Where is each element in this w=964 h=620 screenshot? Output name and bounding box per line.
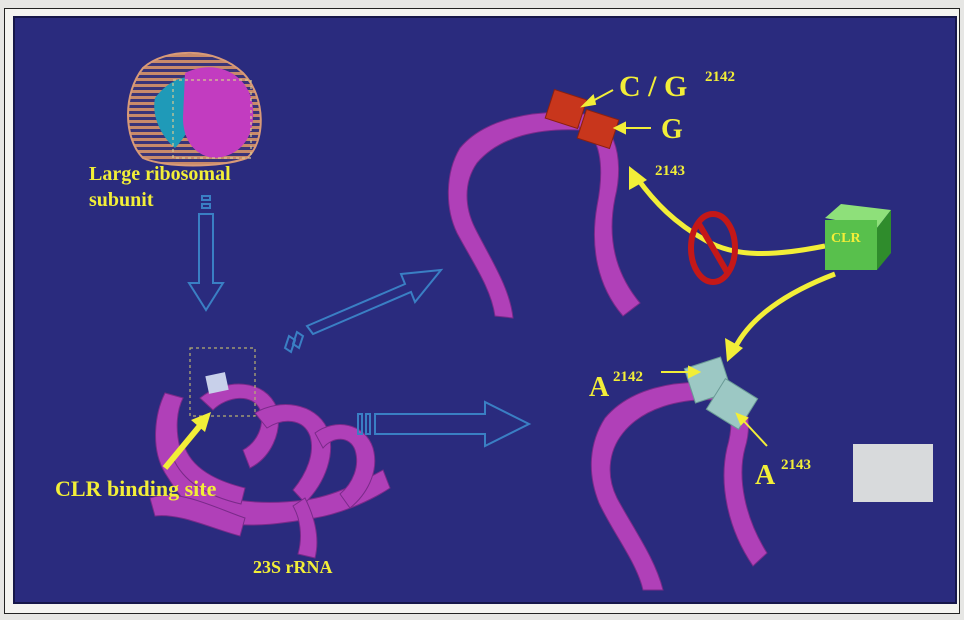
subunit-label: subunit (89, 190, 154, 210)
large-subunit-label: Large ribosomal (89, 164, 231, 184)
diagram-artwork (15, 18, 957, 604)
grey-square (853, 444, 933, 502)
blocked-binding-arrow (629, 166, 825, 254)
a-2142-label: A (589, 374, 609, 402)
a-2142-position: 2142 (613, 370, 643, 385)
g-position: 2143 (655, 164, 685, 179)
arrow-to-wildtype (358, 402, 529, 446)
binding-arrow (725, 274, 835, 362)
c-g-position: 2142 (705, 70, 735, 85)
23s-rrna-structure (150, 384, 390, 558)
a-2143-label: A (755, 462, 775, 490)
a-2143-position: 2143 (781, 458, 811, 473)
down-arrow (189, 196, 223, 310)
diagram-panel: Large ribosomal subunit CLR binding site… (13, 16, 957, 604)
c-g-label: C / G (619, 72, 687, 102)
rrna-label: 23S rRNA (253, 558, 333, 576)
arrow-to-mutant (285, 270, 441, 352)
clr-label: CLR (831, 232, 861, 246)
g-label: G (661, 116, 683, 144)
large-ribosomal-subunit-image (128, 53, 261, 166)
binding-site-label: CLR binding site (55, 478, 216, 500)
